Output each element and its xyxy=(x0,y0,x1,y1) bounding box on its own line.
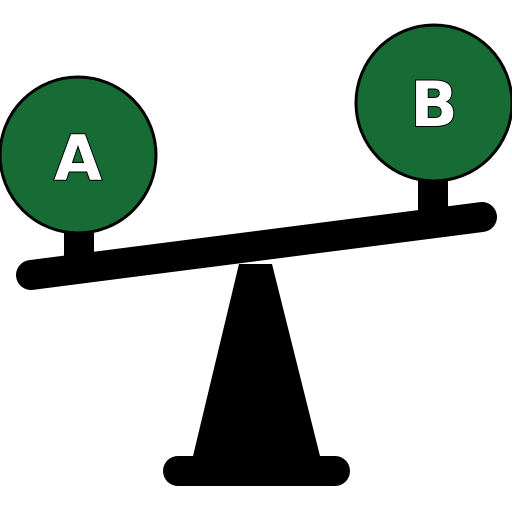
seesaw-fulcrum xyxy=(193,264,320,456)
ball-a-label: A xyxy=(54,122,102,195)
ball-b-circle xyxy=(354,23,512,183)
ball-b: B xyxy=(354,23,512,183)
ball-b-label: B xyxy=(410,68,457,141)
seesaw-beam xyxy=(16,202,497,290)
seesaw-base xyxy=(163,456,350,486)
ball-a-circle xyxy=(0,75,158,235)
ball-a: A xyxy=(0,75,158,235)
